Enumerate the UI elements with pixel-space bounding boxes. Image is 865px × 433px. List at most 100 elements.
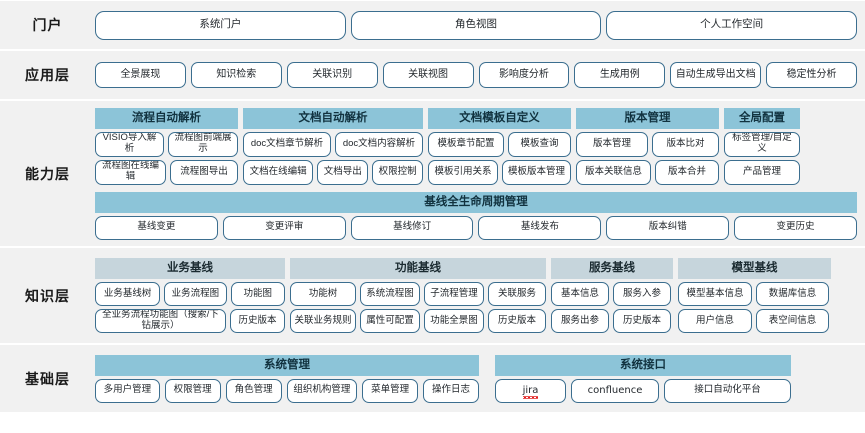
- capability-group-document-parsing: 文档自动解析 doc文档章节解析 doc文档内容解析 文档在线编辑 文档导出 权…: [243, 107, 423, 185]
- group-title-document-parsing: 文档自动解析: [243, 107, 423, 129]
- cap-flowchart-export[interactable]: 流程图导出: [170, 159, 238, 185]
- kn-business-baseline-tree[interactable]: 业务基线树: [95, 282, 161, 306]
- capability-row: 模板章节配置 模板查询: [428, 131, 571, 157]
- knowledge-group-container: 业务基线 业务基线树 业务流程图 功能图 全业务流程功能图（搜索/下钻展示） 历…: [95, 258, 857, 333]
- cap-template-reference-relation[interactable]: 模板引用关系: [428, 159, 498, 185]
- kn-database-info[interactable]: 数据库信息: [756, 282, 829, 306]
- portal-item-personal-workspace[interactable]: 个人工作空间: [606, 10, 858, 40]
- cap-visio-import-parse[interactable]: VISIO导入解析: [95, 131, 164, 157]
- app-item-relation-view[interactable]: 关联视图: [382, 62, 474, 88]
- kn-user-info[interactable]: 用户信息: [678, 309, 752, 333]
- kn-system-flowchart[interactable]: 系统流程图: [360, 282, 420, 306]
- baseline-version-correction[interactable]: 版本纠错: [606, 215, 730, 240]
- group-title-process-parsing: 流程自动解析: [95, 107, 238, 129]
- knowledge-group-service-baseline: 服务基线 基本信息 服务入参 服务出参 历史版本: [551, 258, 673, 333]
- kn-history-version-service[interactable]: 历史版本: [613, 309, 671, 333]
- layer-capability: 能力层 流程自动解析 VISIO导入解析 流程图前端展示 流程图在线编辑 流程图…: [0, 100, 865, 247]
- kn-basic-info[interactable]: 基本信息: [551, 282, 609, 306]
- layer-label-portal: 门户: [0, 1, 95, 49]
- knowledge-row: 模型基本信息 数据库信息: [678, 282, 831, 306]
- app-item-impact-analysis[interactable]: 影响度分析: [478, 62, 570, 88]
- kn-function-panorama[interactable]: 功能全景图: [424, 309, 484, 333]
- kn-related-business-rule[interactable]: 关联业务规则: [290, 309, 356, 333]
- layer-label-capability: 能力层: [0, 101, 95, 246]
- baseline-revision[interactable]: 基线修订: [350, 215, 474, 240]
- fd-confluence-integration[interactable]: confluence: [571, 378, 659, 403]
- foundation-row: jira confluence 接口自动化平台: [495, 378, 791, 403]
- cap-flowchart-online-edit[interactable]: 流程图在线编辑: [95, 159, 166, 185]
- cap-template-chapter-config[interactable]: 模板章节配置: [428, 131, 504, 157]
- cap-doc-online-edit[interactable]: 文档在线编辑: [243, 159, 314, 185]
- kn-model-basic-info[interactable]: 模型基本信息: [678, 282, 752, 306]
- app-item-relation-recognition[interactable]: 关联识别: [286, 62, 378, 88]
- cap-flowchart-frontend-display[interactable]: 流程图前端展示: [168, 131, 238, 157]
- app-item-stability-analysis[interactable]: 稳定性分析: [766, 62, 857, 88]
- portal-item-role-view[interactable]: 角色视图: [350, 10, 602, 40]
- kn-service-input-param[interactable]: 服务入参: [613, 282, 671, 306]
- kn-tablespace-info[interactable]: 表空间信息: [756, 309, 829, 333]
- fd-permission-management[interactable]: 权限管理: [164, 378, 221, 403]
- capability-row: doc文档章节解析 doc文档内容解析: [243, 131, 423, 157]
- capability-row: 模板引用关系 模板版本管理: [428, 159, 571, 185]
- kn-subprocess-management[interactable]: 子流程管理: [424, 282, 484, 306]
- capability-row: 版本管理 版本比对: [576, 131, 719, 157]
- knowledge-row: 基本信息 服务入参: [551, 282, 673, 306]
- layer-knowledge: 知识层 业务基线 业务基线树 业务流程图 功能图 全业务流程功能图（搜索/下钻展…: [0, 247, 865, 344]
- baseline-change-history[interactable]: 变更历史: [734, 215, 857, 240]
- fd-org-structure-management[interactable]: 组织机构管理: [286, 378, 358, 403]
- capability-row: 版本关联信息 版本合并: [576, 159, 719, 185]
- kn-business-flowchart[interactable]: 业务流程图: [164, 282, 227, 306]
- foundation-column-container: 系统管理 多用户管理 权限管理 角色管理 组织机构管理 菜单管理 操作日志 系统…: [95, 354, 857, 403]
- knowledge-group-model-baseline: 模型基线 模型基本信息 数据库信息 用户信息 表空间信息: [678, 258, 831, 333]
- cap-doc-content-parse[interactable]: doc文档内容解析: [335, 131, 423, 157]
- cap-template-query[interactable]: 模板查询: [508, 131, 571, 157]
- cap-version-compare[interactable]: 版本比对: [652, 131, 719, 157]
- app-item-panorama[interactable]: 全景展现: [95, 62, 186, 88]
- knowledge-row: 全业务流程功能图（搜索/下钻展示） 历史版本: [95, 309, 285, 333]
- kn-related-service[interactable]: 关联服务: [488, 282, 546, 306]
- baseline-change[interactable]: 基线变更: [95, 215, 218, 240]
- layer-label-foundation: 基础层: [0, 345, 95, 412]
- cap-doc-export[interactable]: 文档导出: [317, 159, 369, 185]
- app-item-auto-export-doc[interactable]: 自动生成导出文档: [670, 62, 762, 88]
- fd-interface-automation-platform[interactable]: 接口自动化平台: [664, 378, 791, 403]
- cap-version-management[interactable]: 版本管理: [576, 131, 648, 157]
- knowledge-row: 关联业务规则 属性可配置 功能全景图 历史版本: [290, 309, 546, 333]
- kn-full-business-flow-function-diagram[interactable]: 全业务流程功能图（搜索/下钻展示）: [95, 309, 226, 333]
- layer-label-knowledge: 知识层: [0, 248, 95, 343]
- kn-function-diagram[interactable]: 功能图: [230, 282, 285, 306]
- cap-template-version-mgmt[interactable]: 模板版本管理: [502, 159, 571, 185]
- cap-version-relation-info[interactable]: 版本关联信息: [576, 159, 651, 185]
- group-title-baseline-lifecycle: 基线全生命周期管理: [95, 191, 857, 213]
- app-item-generate-case[interactable]: 生成用例: [574, 62, 666, 88]
- jira-label: jira: [522, 384, 539, 400]
- fd-role-management[interactable]: 角色管理: [225, 378, 282, 403]
- capability-group-container: 流程自动解析 VISIO导入解析 流程图前端展示 流程图在线编辑 流程图导出 文…: [95, 107, 857, 185]
- baseline-release[interactable]: 基线发布: [478, 215, 602, 240]
- baseline-change-review[interactable]: 变更评审: [222, 215, 346, 240]
- fd-menu-management[interactable]: 菜单管理: [362, 378, 419, 403]
- cap-version-merge[interactable]: 版本合并: [655, 159, 719, 185]
- capability-row: 流程图在线编辑 流程图导出: [95, 159, 238, 185]
- kn-history-version-business[interactable]: 历史版本: [230, 309, 285, 333]
- capability-row: VISIO导入解析 流程图前端展示: [95, 131, 238, 157]
- portal-item-row: 系统门户 角色视图 个人工作空间: [95, 5, 858, 45]
- app-item-knowledge-search[interactable]: 知识检索: [190, 62, 282, 88]
- baseline-lifecycle-row: 基线变更 变更评审 基线修订 基线发布 版本纠错 变更历史: [95, 215, 857, 240]
- group-title-model-baseline: 模型基线: [678, 258, 831, 279]
- capability-row: 标签管理/自定义: [724, 131, 800, 157]
- cap-permission-control[interactable]: 权限控制: [372, 159, 423, 185]
- portal-item-system-portal[interactable]: 系统门户: [95, 10, 346, 40]
- cap-tag-mgmt-custom[interactable]: 标签管理/自定义: [724, 131, 800, 157]
- cap-doc-chapter-parse[interactable]: doc文档章节解析: [243, 131, 331, 157]
- fd-operation-log[interactable]: 操作日志: [423, 378, 479, 403]
- kn-function-tree[interactable]: 功能树: [290, 282, 356, 306]
- fd-jira-integration[interactable]: jira: [495, 378, 566, 403]
- kn-history-version-function[interactable]: 历史版本: [488, 309, 546, 333]
- kn-attribute-configurable[interactable]: 属性可配置: [360, 309, 420, 333]
- fd-multi-user-management[interactable]: 多用户管理: [95, 378, 160, 403]
- capability-group-process-parsing: 流程自动解析 VISIO导入解析 流程图前端展示 流程图在线编辑 流程图导出: [95, 107, 238, 185]
- kn-service-output-param[interactable]: 服务出参: [551, 309, 609, 333]
- cap-product-management[interactable]: 产品管理: [724, 159, 800, 185]
